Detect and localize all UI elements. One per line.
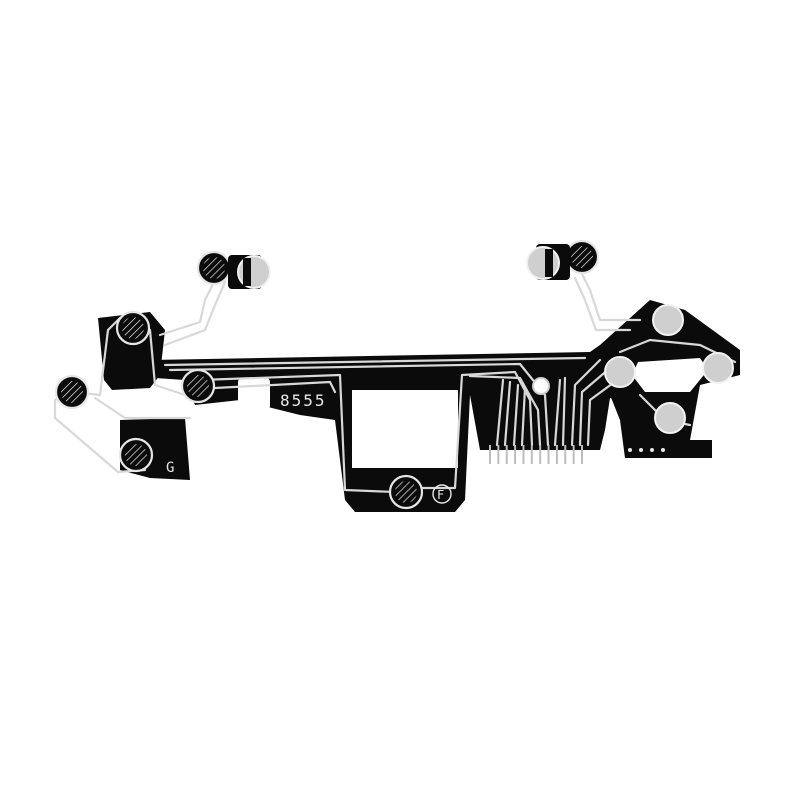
board-center-window [352, 390, 458, 468]
part-code-label: 8555 [280, 391, 327, 410]
indicator-dot [628, 448, 632, 452]
board-right-window [632, 358, 708, 392]
tab-top-right [526, 244, 570, 280]
indicator-dot [639, 448, 643, 452]
contact-pads [54, 239, 600, 510]
pad-left-outer [54, 374, 90, 410]
circuit-board [98, 300, 740, 512]
board-small-window [238, 378, 270, 410]
contact-right-left [604, 356, 636, 388]
mount-hole [532, 377, 550, 395]
silver-contacts [228, 244, 734, 434]
indicator-dot [650, 448, 654, 452]
pad-left-upper [115, 310, 151, 346]
pad-left-lower [118, 437, 154, 473]
pad-top-right [564, 239, 600, 275]
connector-pins [489, 445, 583, 464]
indicator-dots [628, 448, 665, 452]
contact-right-bottom [654, 402, 686, 434]
contact-right-top [652, 304, 684, 336]
contact-right-right [702, 352, 734, 384]
center-mark-label: F [437, 488, 444, 502]
left-mark-label: G [166, 460, 174, 476]
indicator-dot [661, 448, 665, 452]
pad-top-left [196, 250, 232, 286]
tab-top-left [228, 255, 271, 289]
pad-center-bottom [388, 474, 424, 510]
pad-left-inner [180, 368, 216, 404]
center-mark-badge: F [432, 484, 452, 504]
